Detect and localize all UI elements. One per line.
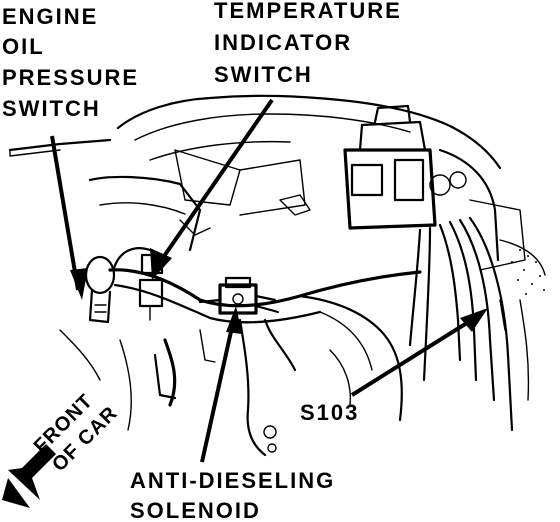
temperature-arrowhead-icon — [150, 248, 172, 280]
arrow-down-left-icon — [8, 444, 56, 500]
temperature-label-line-1: TEMPERATURE — [214, 0, 402, 23]
solenoid-callout-line — [200, 317, 236, 463]
oil-pressure-arrowhead-icon — [70, 268, 88, 300]
front-of-car-indicator: FRONT OF CAR — [2, 390, 122, 508]
callout-arrows — [50, 98, 488, 463]
temperature-label-line-2: INDICATOR — [214, 30, 352, 55]
label-engine-oil-pressure-switch: ENGINE OIL PRESSURE SWITCH — [2, 4, 139, 121]
s103-callout-line — [350, 314, 480, 397]
label-s103: S103 — [300, 400, 359, 425]
oil-pressure-label-line-4: SWITCH — [2, 96, 101, 121]
solenoid-label-line-2: SOLENOID — [130, 498, 261, 522]
oil-pressure-label-line-1: ENGINE — [2, 4, 98, 29]
label-temperature-indicator-switch: TEMPERATURE INDICATOR SWITCH — [214, 0, 402, 87]
temperature-label-line-3: SWITCH — [214, 62, 313, 87]
oil-pressure-callout-line — [50, 135, 80, 291]
s103-arrowhead-icon — [460, 308, 488, 332]
oil-pressure-label-line-3: PRESSURE — [2, 65, 139, 90]
solenoid-label-line-1: ANTI-DIESELING — [130, 468, 335, 493]
shading-right — [511, 249, 545, 295]
solenoid-arrowhead-icon — [226, 306, 242, 334]
temperature-callout-line — [158, 98, 274, 264]
oil-pressure-label-line-2: OIL — [2, 34, 45, 59]
label-anti-dieseling-solenoid: ANTI-DIESELING SOLENOID — [130, 468, 335, 522]
